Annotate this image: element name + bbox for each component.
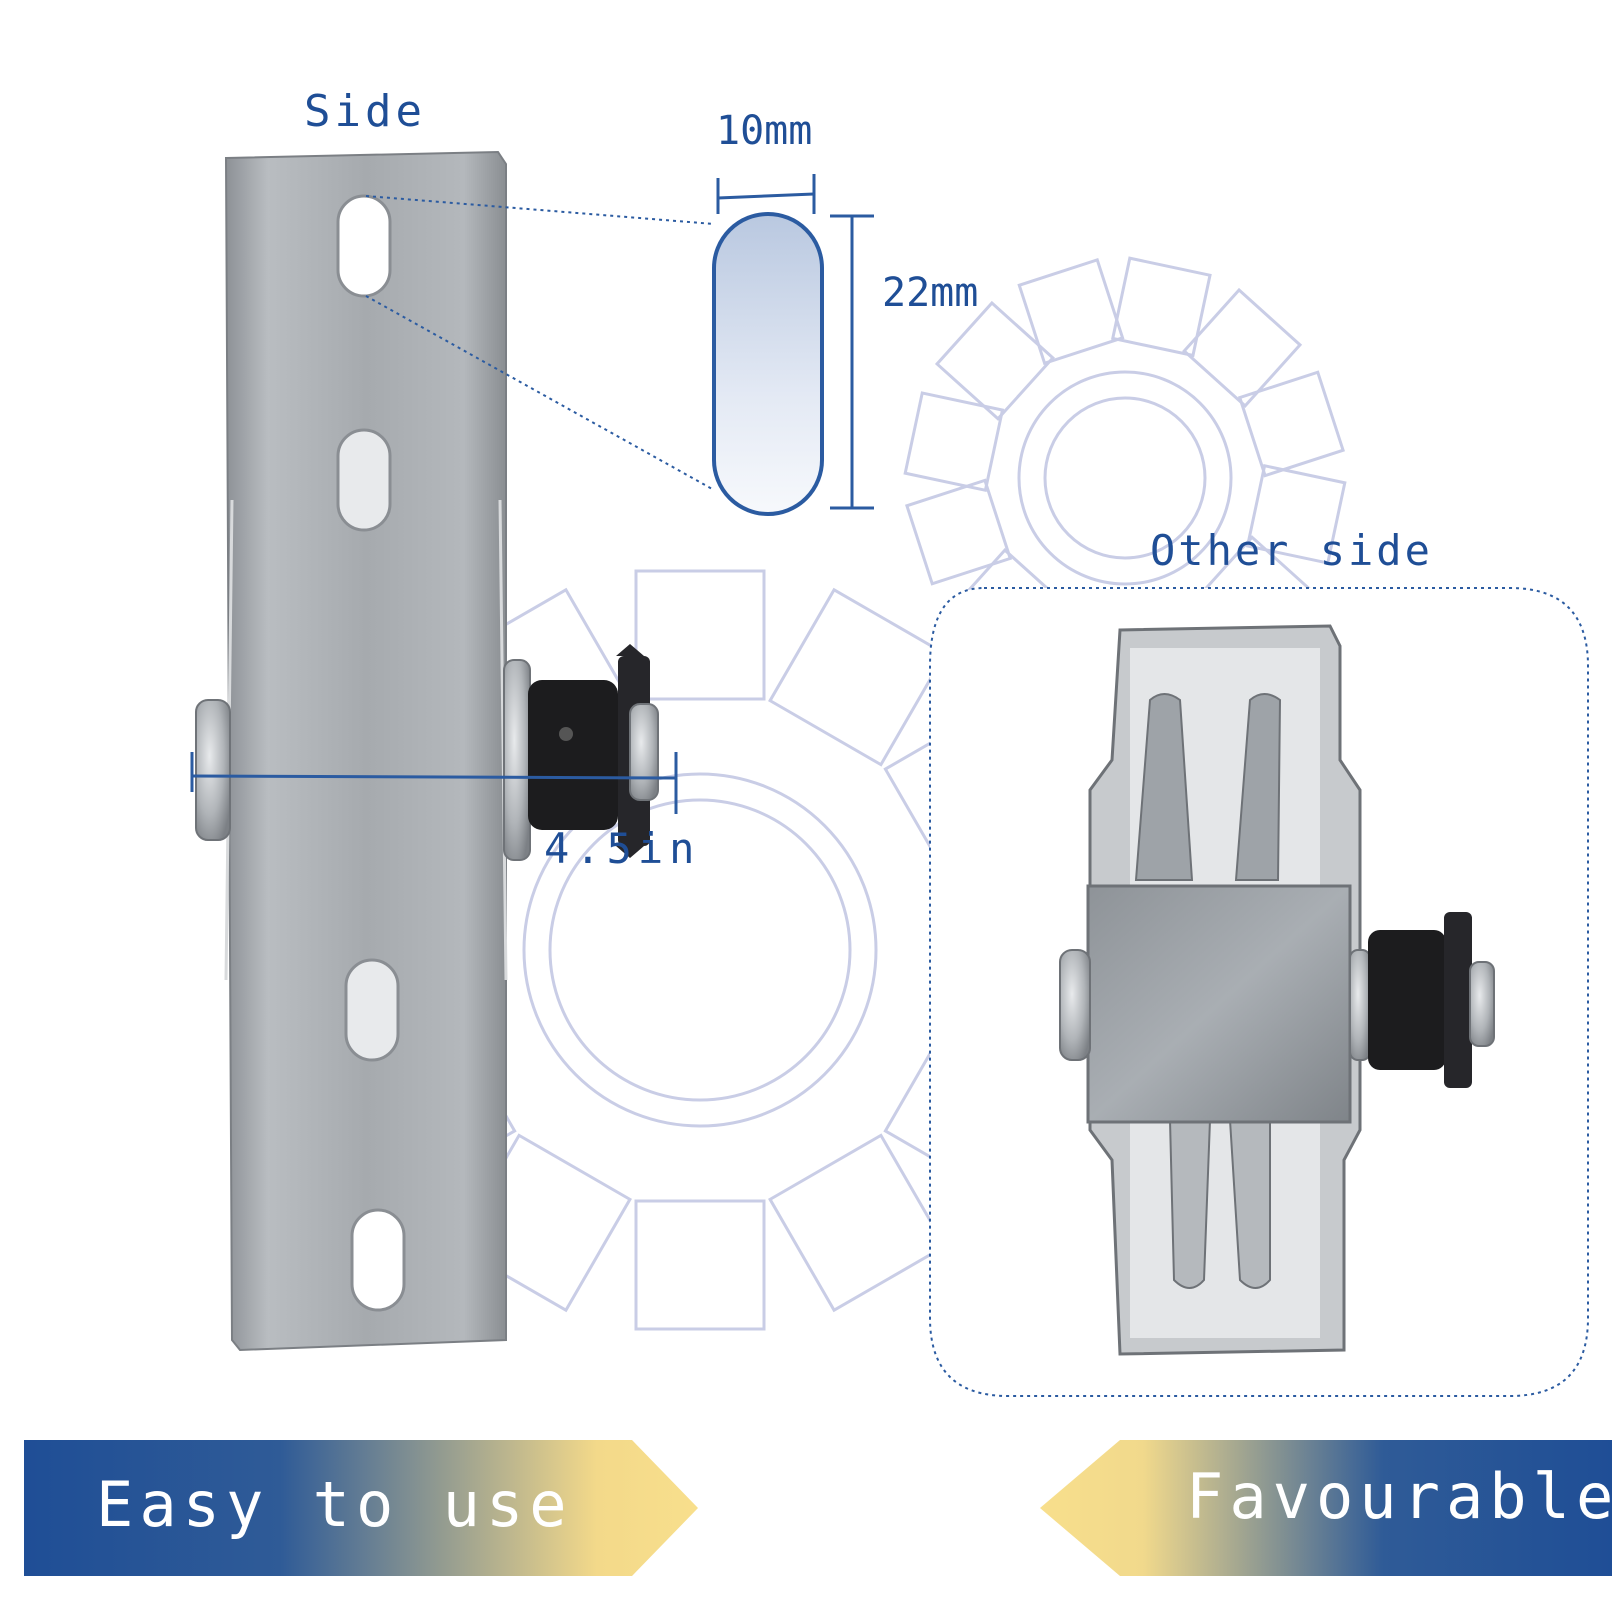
length-label: 4.5in <box>544 824 701 873</box>
slot-1 <box>336 194 392 298</box>
banner-right <box>1040 1440 1612 1576</box>
sprocket-icon <box>528 644 659 858</box>
slot-3 <box>344 958 400 1062</box>
side-label: Side <box>304 86 426 137</box>
width-dimension <box>716 174 816 214</box>
other-side-label: Other side <box>1150 526 1433 575</box>
length-dimension <box>190 752 678 814</box>
banner-right-text: Favourable <box>1186 1460 1620 1533</box>
slot-4 <box>350 1208 406 1312</box>
bracket-other-side <box>1059 624 1495 1356</box>
enlarged-slot <box>712 212 824 516</box>
bracket-side-view <box>195 150 659 1352</box>
bolt-head-left <box>195 699 231 841</box>
slot-2 <box>336 428 392 532</box>
slot-width-label: 10mm <box>716 108 813 154</box>
slot-height-label: 22mm <box>882 270 979 316</box>
height-dimension <box>830 214 874 510</box>
banner-left <box>24 1440 698 1576</box>
banner-left-text: Easy to use <box>96 1468 573 1541</box>
